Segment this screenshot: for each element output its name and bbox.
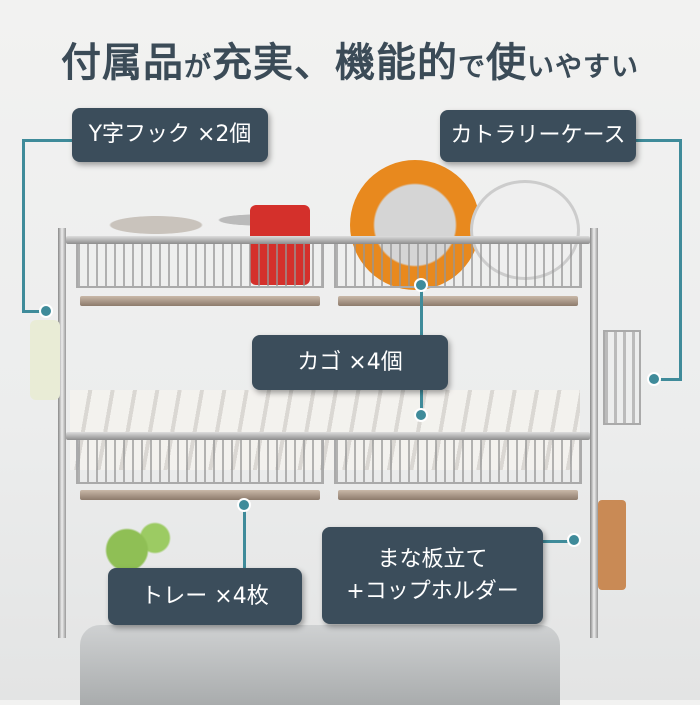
pointer-dot <box>39 304 53 318</box>
connector-line <box>634 139 682 142</box>
connector-line <box>22 139 74 142</box>
pointer-dot <box>237 498 251 512</box>
label-tray: トレー ×4枚 <box>108 568 302 625</box>
pointer-dot <box>567 533 581 547</box>
title-text: で <box>458 52 486 83</box>
label-text: カトラリーケース <box>450 123 626 149</box>
title-text: が <box>184 52 212 83</box>
label-text: まな板立て <box>377 546 488 572</box>
title-text: 付属品 <box>61 40 184 86</box>
cutlery-case <box>603 330 641 425</box>
connector-line <box>22 139 25 313</box>
title-text: いやすい <box>527 52 639 83</box>
connector-line <box>540 540 574 543</box>
label-text: Y字フック ×2個 <box>88 122 252 148</box>
label-text: トレー ×4枚 <box>141 583 269 609</box>
pointer-dot <box>414 278 428 292</box>
connector-line <box>22 310 46 313</box>
title-text: 充実、機能的 <box>212 40 458 86</box>
sink <box>80 625 560 705</box>
label-board-stand: まな板立て +コップホルダー <box>322 527 543 624</box>
connector-line <box>655 378 681 381</box>
title-text: 使 <box>486 40 527 86</box>
label-y-hook: Y字フック ×2個 <box>72 108 268 162</box>
pointer-dot <box>414 408 428 422</box>
cutting-board-stand <box>598 500 626 590</box>
page-title: 付属品が充実、機能的で使いやすい <box>0 30 700 88</box>
connector-line <box>243 505 246 570</box>
label-text: カゴ ×4個 <box>297 349 403 375</box>
label-cutlery-case: カトラリーケース <box>440 110 636 162</box>
pointer-dot <box>647 372 661 386</box>
label-text: +コップホルダー <box>346 578 519 604</box>
connector-line <box>679 139 682 381</box>
label-basket: カゴ ×4個 <box>252 335 448 390</box>
